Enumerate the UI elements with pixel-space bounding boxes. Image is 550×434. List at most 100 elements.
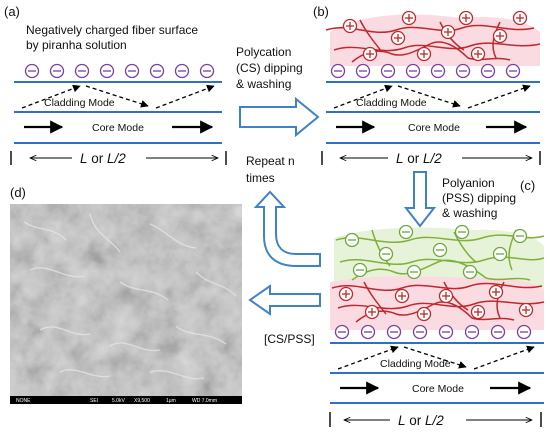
positive-charge-icon bbox=[342, 18, 358, 34]
negative-charge-icon bbox=[412, 324, 428, 340]
sem-info-text: NONE SEI 5.0kV X9,500 1µm WD 7.0mm bbox=[16, 398, 217, 404]
panel-c-cladding-label: Cladding Mode bbox=[380, 358, 451, 370]
negative-charge-icon bbox=[490, 324, 506, 340]
negative-charge-icon bbox=[455, 63, 471, 79]
panel-c-green-band bbox=[334, 227, 544, 290]
panel-c-core-label: Core Mode bbox=[412, 383, 464, 395]
repeat-line1: Repeat n bbox=[246, 154, 295, 168]
panel-a-cladding-rays bbox=[21, 84, 215, 109]
panel-b: (b) bbox=[313, 4, 541, 166]
panel-a: (a) Negatively charged fiber surface by … bbox=[4, 4, 227, 166]
svg-text:NONE: NONE bbox=[16, 398, 31, 404]
panel-a-length-span: L or L/2 bbox=[10, 151, 227, 166]
polyanion-line1: Polyanion bbox=[442, 176, 495, 190]
polycation-line1: Polycation bbox=[236, 45, 291, 59]
panel-c-cladding-rays bbox=[337, 345, 535, 370]
cladding-ray-arrow bbox=[403, 346, 467, 369]
panel-c-pss-negative-charges bbox=[344, 224, 528, 280]
polycation-line3: & washing bbox=[236, 77, 291, 91]
negative-charge-icon bbox=[480, 63, 496, 79]
negative-charge-icon bbox=[49, 63, 65, 79]
panel-b-tag: (b) bbox=[313, 4, 329, 19]
negative-charge-icon bbox=[378, 246, 394, 262]
svg-text:SEI: SEI bbox=[90, 398, 98, 404]
cladding-ray-arrow bbox=[155, 84, 215, 109]
panel-a-note-line1: Negatively charged fiber surface bbox=[26, 23, 198, 37]
negative-charge-icon bbox=[462, 264, 478, 280]
positive-charge-icon bbox=[458, 10, 474, 26]
sem-image bbox=[10, 204, 242, 404]
positive-charge-icon bbox=[364, 304, 380, 320]
panel-d: (d) bbox=[10, 185, 242, 404]
bilayer-label: [CS/PSS] bbox=[264, 332, 315, 346]
panel-a-note-line2: by piranha solution bbox=[26, 38, 127, 52]
repeat-line2: times bbox=[246, 171, 275, 185]
negative-charge-icon bbox=[360, 324, 376, 340]
panel-b-negative-charges bbox=[330, 63, 521, 79]
positive-charge-icon bbox=[512, 10, 528, 26]
positive-charge-icon bbox=[470, 46, 486, 62]
panel-b-length-span: L or L/2 bbox=[321, 151, 541, 166]
negative-charge-icon bbox=[464, 324, 480, 340]
panel-c-cs-chains bbox=[331, 281, 545, 323]
panel-c: Cladding Mode Core Mode L or L/2 bbox=[329, 224, 545, 428]
positive-charge-icon bbox=[390, 30, 406, 46]
negative-charge-icon bbox=[344, 232, 360, 248]
negative-charge-icon bbox=[199, 63, 215, 79]
cladding-ray-arrow bbox=[85, 85, 149, 108]
negative-charge-icon bbox=[334, 324, 350, 340]
svg-text:X9,500: X9,500 bbox=[134, 398, 150, 404]
polyanion-step: Polyanion (PSS) dipping & washing bbox=[442, 176, 516, 220]
arrow-down-icon bbox=[403, 171, 437, 228]
panel-a-negative-charges bbox=[24, 63, 215, 79]
polycation-step: Polycation (CS) dipping & washing bbox=[236, 45, 320, 138]
positive-charge-icon bbox=[492, 28, 508, 44]
cladding-ray-arrow bbox=[397, 85, 461, 108]
panel-c-positive-charges bbox=[338, 284, 534, 322]
positive-charge-icon bbox=[438, 288, 454, 304]
cladding-ray-arrow bbox=[467, 84, 531, 109]
svg-text:5.0kV: 5.0kV bbox=[112, 398, 125, 404]
cladding-ray-arrow bbox=[473, 345, 535, 370]
panel-a-tag: (a) bbox=[4, 4, 20, 19]
panel-c-length-label: L or L/2 bbox=[398, 413, 444, 428]
positive-charge-icon bbox=[488, 284, 504, 300]
panel-b-positive-charges bbox=[342, 10, 528, 62]
negative-charge-icon bbox=[492, 246, 508, 262]
panel-b-core-label: Core Mode bbox=[408, 122, 460, 134]
positive-charge-icon bbox=[518, 302, 534, 318]
panel-a-cladding-label: Cladding Mode bbox=[44, 97, 115, 109]
negative-charge-icon bbox=[406, 264, 422, 280]
negative-charge-icon bbox=[74, 63, 90, 79]
positive-charge-icon bbox=[362, 46, 378, 62]
panel-a-length-label: L or L/2 bbox=[80, 151, 126, 166]
cladding-ray-arrow bbox=[21, 84, 81, 109]
positive-charge-icon bbox=[440, 24, 456, 40]
negative-charge-icon bbox=[405, 63, 421, 79]
negative-charge-icon bbox=[149, 63, 165, 79]
positive-charge-icon bbox=[416, 306, 432, 322]
negative-charge-icon bbox=[512, 228, 528, 244]
negative-charge-icon bbox=[454, 224, 470, 240]
negative-charge-icon bbox=[398, 224, 414, 240]
panel-d-tag: (d) bbox=[10, 185, 26, 200]
arrow-left-icon bbox=[248, 284, 321, 316]
negative-charge-icon bbox=[330, 63, 346, 79]
arrow-repeat-icon bbox=[253, 190, 321, 267]
negative-charge-icon bbox=[432, 242, 448, 258]
polycation-line2: (CS) dipping bbox=[236, 61, 303, 75]
arrow-right-icon bbox=[239, 96, 320, 138]
panel-c-length-span: L or L/2 bbox=[329, 412, 542, 428]
polyanion-line3: & washing bbox=[442, 206, 497, 220]
sem-ridges bbox=[23, 213, 237, 380]
negative-charge-icon bbox=[386, 324, 402, 340]
panel-b-cladding-rays bbox=[333, 84, 531, 109]
repeat-step: Repeat n times bbox=[246, 154, 295, 185]
polyanion-line2: (PSS) dipping bbox=[442, 191, 516, 205]
sem-info-bar bbox=[10, 396, 242, 404]
cladding-ray-arrow bbox=[337, 345, 399, 370]
negative-charge-icon bbox=[24, 63, 40, 79]
positive-charge-icon bbox=[416, 46, 432, 62]
positive-charge-icon bbox=[470, 304, 486, 320]
